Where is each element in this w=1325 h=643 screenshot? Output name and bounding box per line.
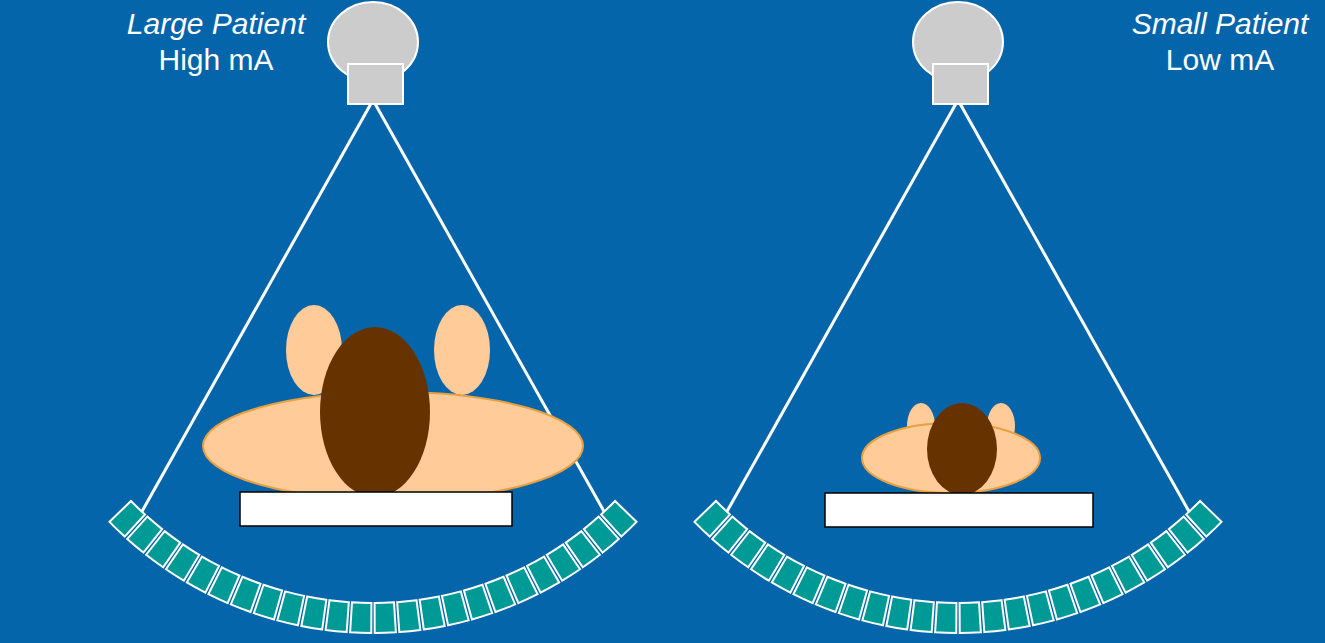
detector-array <box>109 501 636 633</box>
detector-cell <box>301 597 326 630</box>
detector-cell <box>326 600 349 632</box>
detector-cell <box>1027 591 1054 625</box>
detector-cell <box>911 600 934 632</box>
patient-size-label: Large Patient <box>127 6 305 42</box>
detector-cell <box>109 501 144 537</box>
tube-current-label: High mA <box>158 42 273 78</box>
detector-cell <box>886 597 911 630</box>
detector-cell <box>960 602 981 633</box>
small-patient-scanner <box>725 2 1191 527</box>
detector-cell <box>420 597 445 630</box>
head <box>927 403 997 495</box>
detector-arrays <box>109 501 1221 633</box>
detector-cell <box>982 600 1005 632</box>
table <box>825 493 1093 527</box>
detector-cell <box>397 600 420 632</box>
large-patient-scanner <box>140 2 606 526</box>
table <box>240 492 512 526</box>
detector-array <box>694 501 1221 633</box>
patient-size-label: Small Patient <box>1132 6 1309 42</box>
detector-cell <box>694 501 729 537</box>
detector-cell <box>375 602 396 633</box>
detector-cell <box>1005 597 1030 630</box>
tube-port <box>348 64 403 104</box>
detector-cell <box>350 602 371 633</box>
detector-cell <box>464 585 492 620</box>
detector-cell <box>1049 585 1077 620</box>
tube-current-label: Low mA <box>1166 42 1274 78</box>
detector-cell <box>442 591 469 625</box>
head <box>320 327 430 497</box>
detector-cell <box>935 602 956 633</box>
hand <box>434 305 490 395</box>
tube-port <box>933 64 988 104</box>
